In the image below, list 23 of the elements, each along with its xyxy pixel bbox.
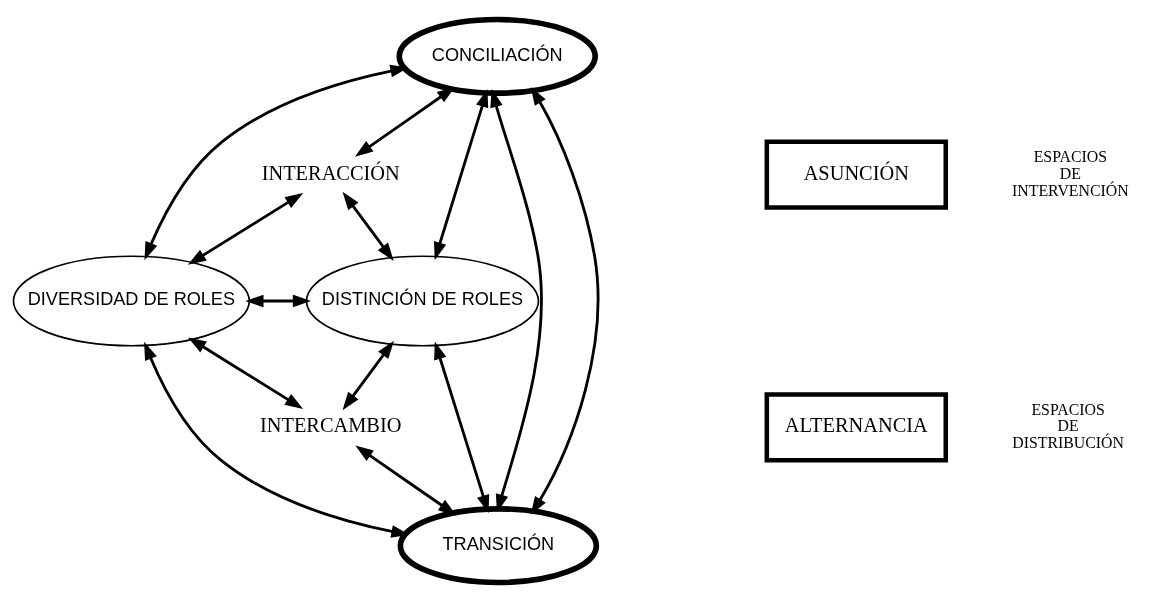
arrow (144, 341, 410, 538)
arrow (342, 340, 394, 410)
node-ellipse: DIVERSIDAD DE ROLES (12, 254, 251, 347)
node-text: INTERCAMBIO (259, 413, 402, 436)
label: ESPACIOS DE INTERVENCIÓN (1012, 147, 1129, 199)
node-ellipse: CONCILIACIÓN (396, 16, 599, 96)
node-ellipse: DISTINCIÓN DE ROLES (305, 254, 540, 347)
arrow (355, 444, 457, 515)
arrow (434, 340, 490, 513)
arrow (530, 86, 600, 515)
label: ESPACIOS DE DISTRIBUCIÓN (1012, 399, 1124, 451)
arrow (490, 88, 543, 513)
node-box: ASUNCIÓN (764, 139, 949, 210)
arrow (188, 336, 304, 409)
node-ellipse: TRANSICIÓN (397, 505, 600, 585)
arrow (144, 64, 409, 260)
arrow (245, 294, 311, 307)
arrow (342, 191, 394, 261)
node-box: ALTERNANCIA (764, 391, 949, 462)
arrow (187, 192, 304, 265)
arrow (434, 88, 489, 260)
arrow (354, 86, 456, 157)
node-text: INTERACCIÓN (261, 161, 400, 184)
